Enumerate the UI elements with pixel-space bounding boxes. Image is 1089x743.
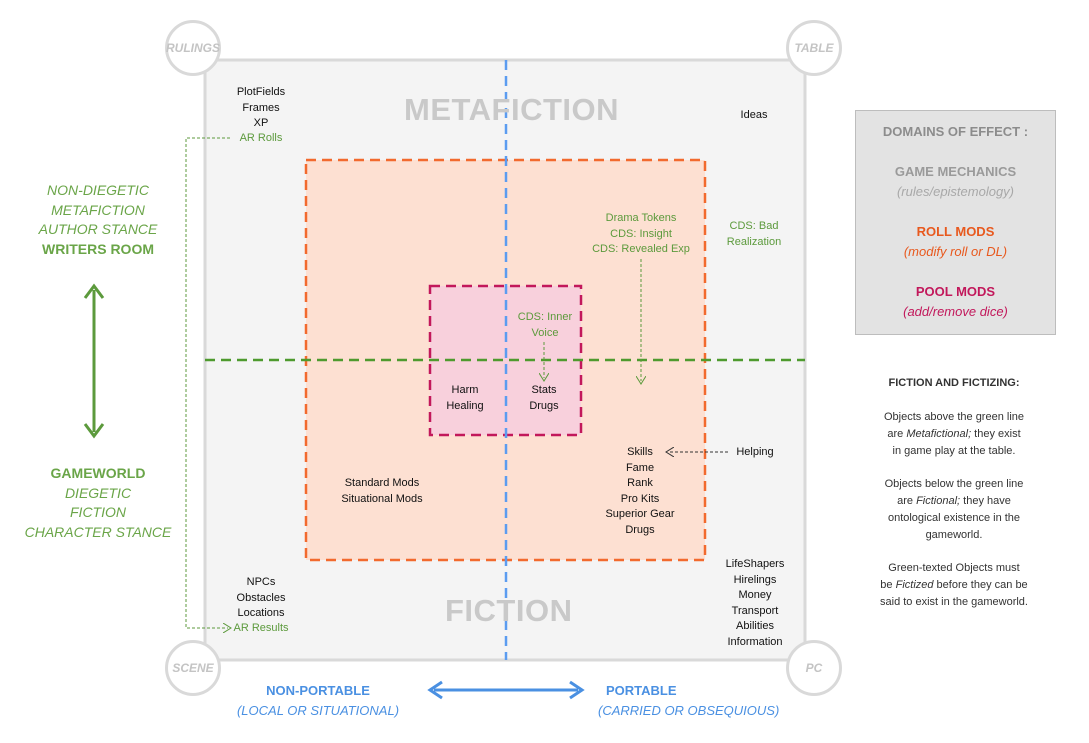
corner-table: TABLE xyxy=(786,20,842,76)
info-paragraph-3: Green-texted Objects must be Fictized be… xyxy=(880,562,1028,608)
info-paragraph-2: Objects below the green line are Fiction… xyxy=(884,478,1024,541)
pool-mods-box xyxy=(428,284,583,437)
domains-legend: DOMAINS OF EFFECT : GAME MECHANICS (rule… xyxy=(855,110,1056,335)
roll-mods-sub: (modify roll or DL) xyxy=(903,244,1008,259)
horizontal-double-arrow xyxy=(427,680,585,700)
info-paragraph-1: Objects above the green line are Metafic… xyxy=(883,411,1025,457)
corner-pc: PC xyxy=(786,640,842,696)
fictizing-title: FICTION AND FICTIZING: xyxy=(888,377,1020,389)
fictizing-info: FICTION AND FICTIZING: Objects above the… xyxy=(859,375,1049,627)
roll-mods-label: ROLL MODS xyxy=(916,224,995,239)
ar-results-label: AR Results xyxy=(233,622,289,634)
helping-label: Helping xyxy=(736,446,774,458)
heading-metafiction: METAFICTION xyxy=(404,92,620,127)
corner-scene: SCENE xyxy=(165,640,221,696)
portable-label: PORTABLE(CARRIED OR OBSEQUIOUS) xyxy=(598,683,780,718)
corner-rulings: RULINGS xyxy=(165,20,221,76)
heading-fiction: FICTION xyxy=(445,593,573,628)
domains-title: DOMAINS OF EFFECT : xyxy=(882,124,1029,139)
non-portable-label: NON-PORTABLE(LOCAL OR SITUATIONAL) xyxy=(236,683,400,718)
ideas-label: Ideas xyxy=(740,109,768,121)
ar-connector xyxy=(185,137,230,628)
pool-mods-sub: (add/remove dice) xyxy=(903,304,1008,319)
game-mechanics-label: GAME MECHANICS xyxy=(894,164,1017,179)
ar-rolls-label: AR Rolls xyxy=(239,132,283,144)
pool-mods-label: POOL MODS xyxy=(915,284,996,299)
vertical-double-arrow xyxy=(83,283,105,439)
game-mechanics-sub: (rules/epistemology) xyxy=(896,184,1015,199)
